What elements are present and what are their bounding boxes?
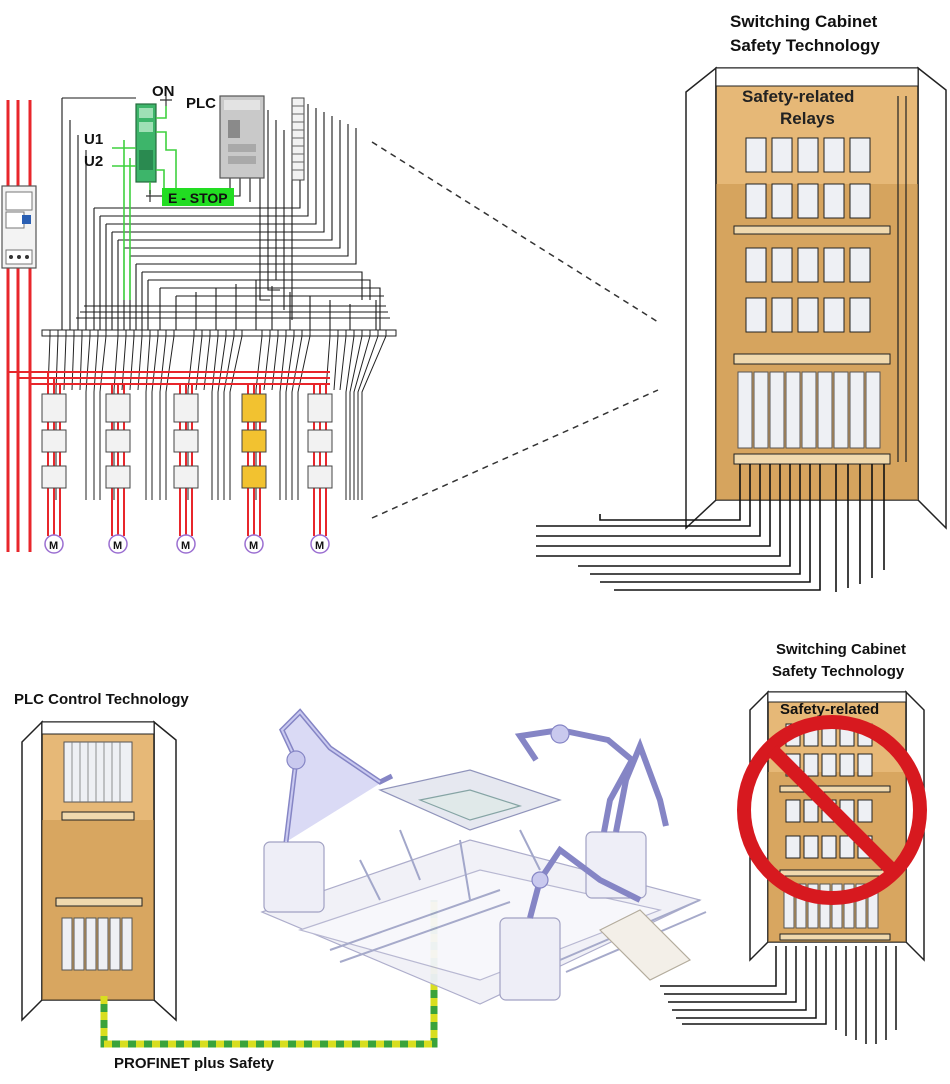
motor-branch-5: M: [307, 384, 333, 554]
zoom-dashed-lines: [371, 141, 659, 519]
on-label: ON: [152, 83, 175, 100]
plc-unit: [219, 95, 265, 179]
terminal-modules: [737, 371, 881, 449]
cabinet-bottom-title-line2: Safety Technology: [772, 663, 905, 680]
cabinet-bottom-title-line1: Switching Cabinet: [776, 641, 906, 658]
safety-relay-module: [135, 103, 157, 183]
power-rails: [6, 100, 32, 552]
distribution-combs: [41, 329, 397, 500]
cabinet-top-title-line1: Switching Cabinet: [730, 12, 878, 31]
on-switch: [160, 96, 172, 106]
motor-branch-4: M: [241, 384, 267, 554]
plc-io-modules: [61, 917, 133, 971]
relays-title-line2: Relays: [780, 109, 835, 128]
prohibition-sign: [737, 715, 927, 905]
motor-label-1: M: [49, 540, 58, 552]
cabinet-top-title-line2: Safety Technology: [730, 36, 880, 55]
profinet-label: PROFINET plus Safety: [114, 1055, 275, 1072]
robot-cell: [260, 708, 707, 1005]
estop-label: E - STOP: [168, 190, 228, 206]
motor-label-4: M: [249, 540, 258, 552]
motor-branch-3: M: [173, 384, 199, 554]
motor-label-5: M: [315, 540, 324, 552]
cell-to-cabinet-cables: [660, 946, 897, 1044]
circuit-breaker: [1, 185, 37, 269]
motor-label-2: M: [113, 540, 122, 552]
motor-branch-2: M: [105, 384, 131, 554]
wiring-schematic: ON PLC U1 U2 E - STOP: [1, 83, 397, 554]
plc-rack: [63, 741, 133, 803]
safety-cabinet-top: Safety-related Relays: [685, 66, 947, 530]
relays-bottom-label: Safety-related: [780, 701, 879, 718]
motor-branch-1: M: [41, 372, 67, 554]
relays-title-line1: Safety-related: [742, 87, 854, 106]
terminal-strip: [291, 97, 305, 181]
plc-label: PLC: [186, 95, 216, 112]
estop-button: E - STOP: [146, 188, 234, 206]
plc-cabinet: [21, 720, 177, 1022]
relay-row-1: [745, 137, 871, 173]
plc-control-title: PLC Control Technology: [14, 691, 189, 708]
relay-row-3: [745, 247, 871, 283]
motor-label-3: M: [181, 540, 190, 552]
u1-label: U1: [84, 131, 103, 148]
cabinet-right-door: [917, 66, 947, 530]
relay-row-4: [745, 297, 871, 333]
control-wiring: [61, 97, 390, 330]
cabinet-output-cables: [536, 464, 885, 592]
u2-label: U2: [84, 153, 103, 170]
cabinet-left-door: [685, 66, 717, 530]
relay-row-2: [745, 183, 871, 219]
safety-cabinet-bottom: Safety-related: [749, 690, 925, 962]
